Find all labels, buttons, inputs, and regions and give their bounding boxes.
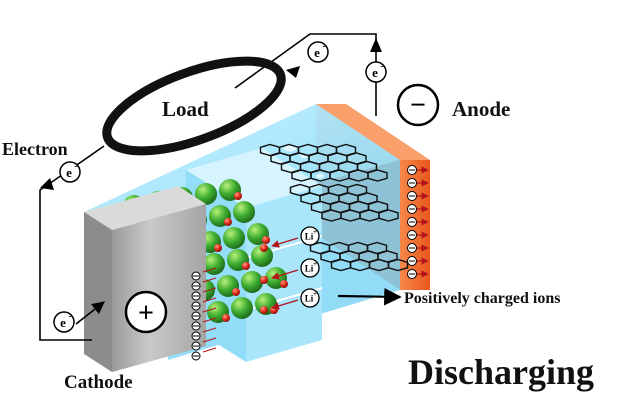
lithium-ion-flow: Li+Li+Li+ (260, 226, 320, 314)
anode-label: Anode (452, 97, 510, 121)
cathode-plate-front (84, 212, 112, 372)
electron-marker-icon: e - (59, 161, 81, 183)
ions-pointer-arrow-icon (337, 287, 402, 306)
anode-sign: − (410, 90, 426, 121)
wire-arrow-down-left-icon (40, 178, 54, 190)
cathode-sphere (233, 201, 255, 223)
graphite-hexagon (378, 209, 399, 222)
embedded-ion (222, 314, 230, 322)
embedded-ion (234, 192, 242, 200)
cathode-sign: + (138, 298, 154, 329)
external-circuit (39, 33, 382, 341)
electron-arrow-icon (202, 327, 217, 333)
electron-marker-icon: e - (307, 41, 329, 63)
lithium-ion-symbol: Li (305, 264, 314, 274)
cathode-plate (84, 186, 217, 372)
electron-label: Electron (2, 139, 68, 159)
electron-symbol: e (372, 65, 378, 80)
cathode-sphere (251, 245, 273, 267)
embedded-ion (232, 288, 240, 296)
electron-arrow-icon (202, 317, 217, 323)
lithium-ion-circle-icon (300, 258, 320, 278)
load-ring (102, 56, 286, 156)
discharging-title: Discharging (408, 352, 594, 392)
positive-ions-label: Positively charged ions (404, 290, 560, 307)
cathode-plate-top (84, 186, 206, 230)
moving-ion (260, 244, 268, 252)
electron-arrow-icon (202, 307, 217, 313)
wire-arrow-left-icon (286, 66, 300, 78)
lithium-ion-symbol: Li (305, 232, 314, 242)
cathode-electrons (191, 267, 217, 361)
wire-arrow-up-icon (370, 38, 382, 52)
electron-charge: - (69, 311, 72, 321)
cathode-sphere (241, 271, 263, 293)
lithium-ion-charge: + (313, 290, 317, 298)
ion-arrow-icon (271, 269, 299, 280)
electron-arrow-icon (202, 297, 217, 303)
electron-marker-icon: e - (53, 311, 75, 333)
electrolyte-pore (316, 173, 324, 179)
cathode-sphere (231, 297, 253, 319)
lithium-ion-charge: + (313, 260, 317, 268)
electron-symbol: e (60, 315, 66, 330)
cathode-sphere (195, 183, 217, 205)
electron-arrow-icon (202, 337, 217, 343)
minus-circle-icon: − (396, 83, 440, 127)
ion-arrow-icon (271, 237, 299, 248)
circuit-wire-left (39, 145, 105, 341)
embedded-ion (214, 244, 222, 252)
graphite-hexagon (367, 169, 388, 182)
embedded-ion (262, 236, 270, 244)
electron-charge: - (75, 161, 78, 171)
embedded-ion (280, 280, 288, 288)
lithium-ion-circle-icon (300, 288, 320, 308)
lithium-ion-symbol: Li (305, 294, 314, 304)
moving-ion (260, 276, 268, 284)
electron-marker-icon: e - (365, 61, 387, 83)
electron-symbol: e (314, 45, 320, 60)
ion-arrow-icon (271, 299, 299, 310)
plus-circle-icon: + (124, 290, 168, 334)
electron-arrow-icon (202, 347, 217, 353)
embedded-ion (242, 262, 250, 270)
electron-charge: - (323, 41, 326, 51)
cathode-sphere (223, 227, 245, 249)
embedded-ion (224, 218, 232, 226)
separator-top (186, 148, 322, 208)
graphite-layers (259, 143, 409, 272)
electron-arrow-icon (202, 277, 217, 283)
electron-charge: - (381, 61, 384, 71)
electron-arrow-icon (202, 267, 217, 273)
wire-arrow-cathode-icon (75, 301, 106, 325)
moving-ion (260, 306, 268, 314)
load-label: Load (162, 97, 209, 121)
cathode-sphere (203, 253, 225, 275)
electron-arrow-icon (202, 287, 217, 293)
lithium-ion-charge: + (313, 228, 317, 236)
anode-electrons (407, 165, 429, 279)
anode-top-face (316, 104, 430, 160)
graphite-hexagon (387, 258, 409, 272)
cathode-label: Cathode (64, 372, 133, 393)
lithium-ion-circle-icon (300, 226, 320, 246)
electron-symbol: e (66, 165, 72, 180)
